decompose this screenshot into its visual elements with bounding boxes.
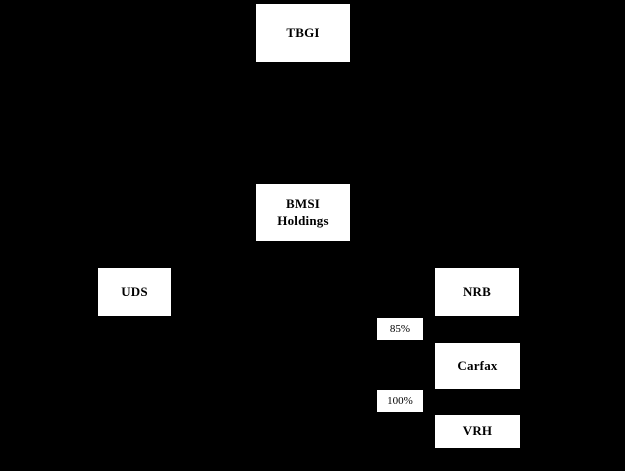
node-vrh-label: VRH <box>462 423 493 439</box>
node-tbgi-label: TBGI <box>286 24 320 40</box>
node-nrb: NRB <box>435 268 519 316</box>
ownership-label-100-text: 100% <box>387 394 413 407</box>
node-bmsi-holdings: BMSI Holdings <box>256 184 350 241</box>
node-carfax-label: Carfax <box>457 357 498 373</box>
node-uds: UDS <box>98 268 171 316</box>
node-uds-label: UDS <box>121 283 148 299</box>
ownership-label-85: 85% <box>377 318 423 340</box>
node-vrh: VRH <box>435 415 520 448</box>
ownership-label-100: 100% <box>377 390 423 412</box>
node-nrb-label: NRB <box>462 283 492 299</box>
node-tbgi: TBGI <box>256 4 350 62</box>
node-carfax: Carfax <box>435 343 520 389</box>
ownership-label-85-text: 85% <box>389 322 411 335</box>
node-bmsi-holdings-label: BMSI Holdings <box>277 195 329 228</box>
